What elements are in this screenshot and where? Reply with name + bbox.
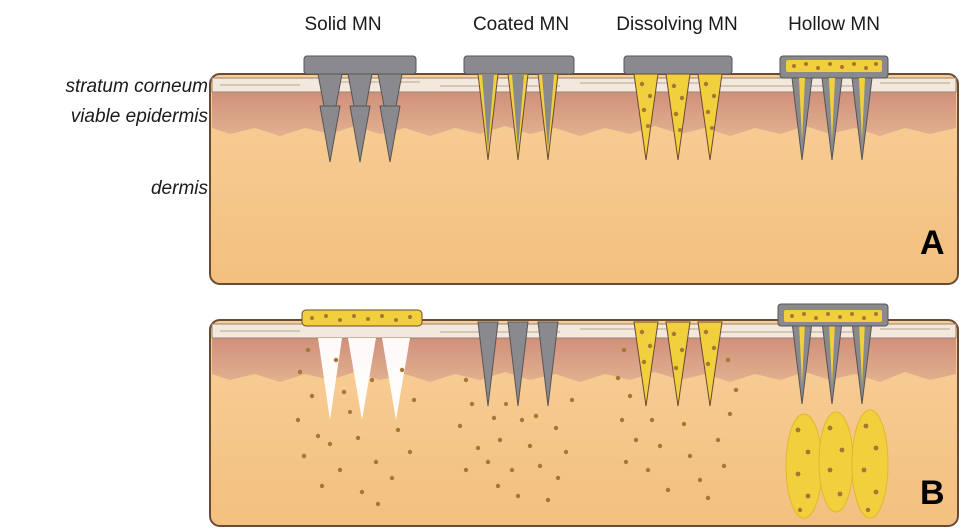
panel-label-a: A bbox=[920, 224, 945, 263]
panel-a bbox=[210, 56, 958, 284]
panel-b bbox=[210, 304, 958, 526]
panel-label-b: B bbox=[920, 474, 945, 513]
